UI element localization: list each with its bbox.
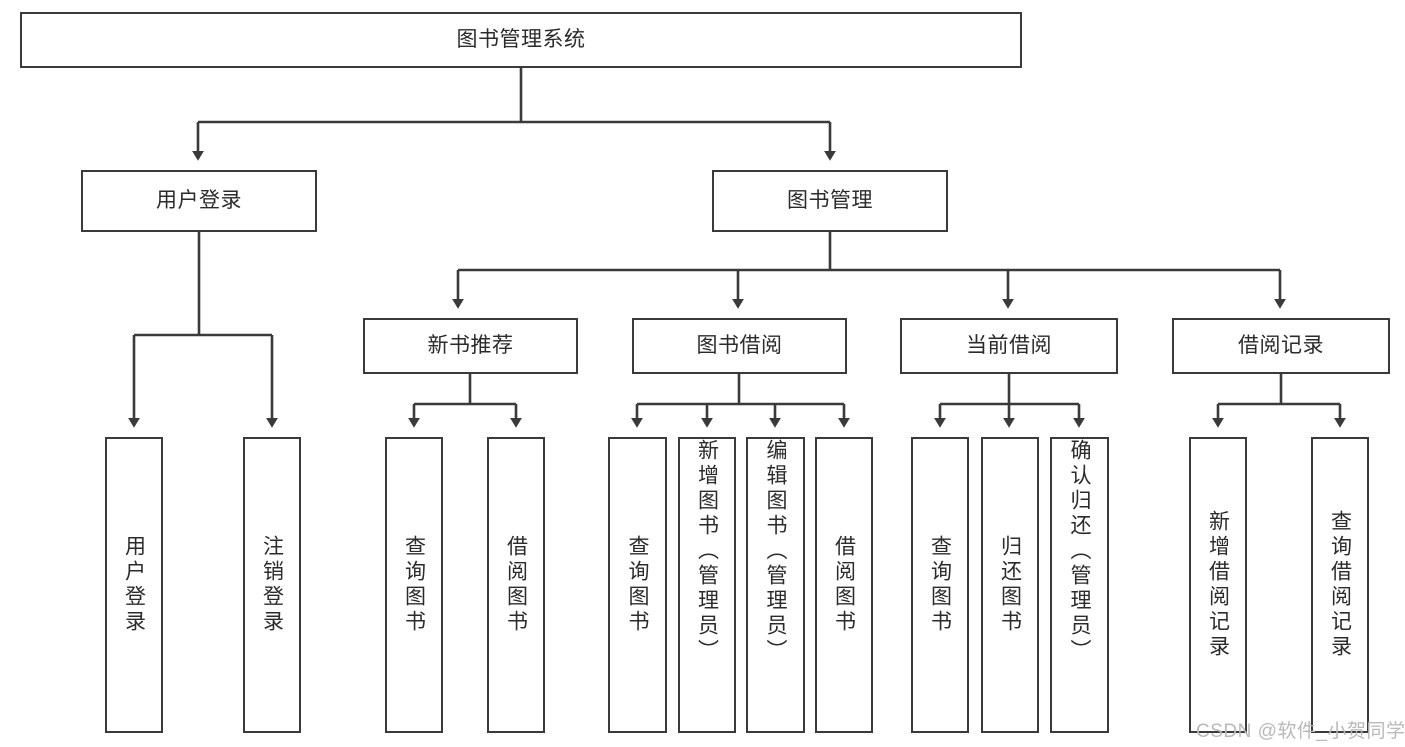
leaf-borrow-book-recommend-label: 借阅图书	[504, 535, 528, 635]
leaf-query-book[interactable]: 查询图书	[608, 437, 667, 733]
leaf-query-borrow-record-label: 查询借阅记录	[1328, 510, 1352, 660]
node-current-borrow-label: 当前借阅	[966, 333, 1052, 357]
leaf-add-borrow-record[interactable]: 新增借阅记录	[1189, 437, 1247, 733]
leaf-query-book-recommend[interactable]: 查询图书	[385, 437, 443, 733]
node-new-book-recommend-label: 新书推荐	[427, 333, 514, 357]
leaf-borrow-book-label: 借阅图书	[832, 535, 856, 635]
leaf-logout-label: 注销登录	[260, 535, 284, 635]
leaf-return-book[interactable]: 归还图书	[981, 437, 1039, 733]
leaf-borrow-book-recommend[interactable]: 借阅图书	[487, 437, 545, 733]
node-user-login[interactable]: 用户登录	[81, 170, 317, 232]
node-root[interactable]: 图书管理系统	[20, 12, 1022, 68]
leaf-confirm-return-admin[interactable]: 确认归还（管理员）	[1050, 437, 1109, 733]
leaf-add-book-admin-label: 新增图书（管理员）	[695, 439, 719, 664]
leaf-add-borrow-record-label: 新增借阅记录	[1206, 510, 1230, 660]
leaf-return-book-label: 归还图书	[998, 535, 1022, 635]
node-new-book-recommend[interactable]: 新书推荐	[363, 318, 578, 374]
node-borrow-record[interactable]: 借阅记录	[1172, 318, 1390, 374]
leaf-query-book-current-label: 查询图书	[928, 535, 952, 635]
leaf-edit-book-admin-label: 编辑图书（管理员）	[764, 439, 787, 664]
node-book-borrow-label: 图书借阅	[696, 333, 783, 357]
node-book-management[interactable]: 图书管理	[712, 170, 948, 232]
node-root-label: 图书管理系统	[456, 27, 586, 51]
leaf-edit-book-admin[interactable]: 编辑图书（管理员）	[746, 437, 805, 733]
leaf-confirm-return-admin-label: 确认归还（管理员）	[1068, 439, 1091, 664]
leaf-user-login[interactable]: 用户登录	[105, 437, 163, 733]
csdn-watermark: CSDN @软件_小贺同学	[1196, 721, 1405, 742]
leaf-logout[interactable]: 注销登录	[243, 437, 301, 733]
leaf-query-book-recommend-label: 查询图书	[402, 535, 426, 635]
leaf-query-book-label: 查询图书	[626, 535, 649, 635]
node-book-management-label: 图书管理	[787, 188, 873, 212]
node-book-borrow[interactable]: 图书借阅	[632, 318, 847, 374]
leaf-user-login-label: 用户登录	[122, 535, 146, 635]
node-user-login-label: 用户登录	[156, 188, 242, 212]
node-borrow-record-label: 借阅记录	[1238, 333, 1324, 357]
leaf-borrow-book[interactable]: 借阅图书	[815, 437, 873, 733]
leaf-add-book-admin[interactable]: 新增图书（管理员）	[678, 437, 736, 733]
node-current-borrow[interactable]: 当前借阅	[900, 318, 1118, 374]
leaf-query-book-current[interactable]: 查询图书	[911, 437, 969, 733]
leaf-query-borrow-record[interactable]: 查询借阅记录	[1311, 437, 1369, 733]
